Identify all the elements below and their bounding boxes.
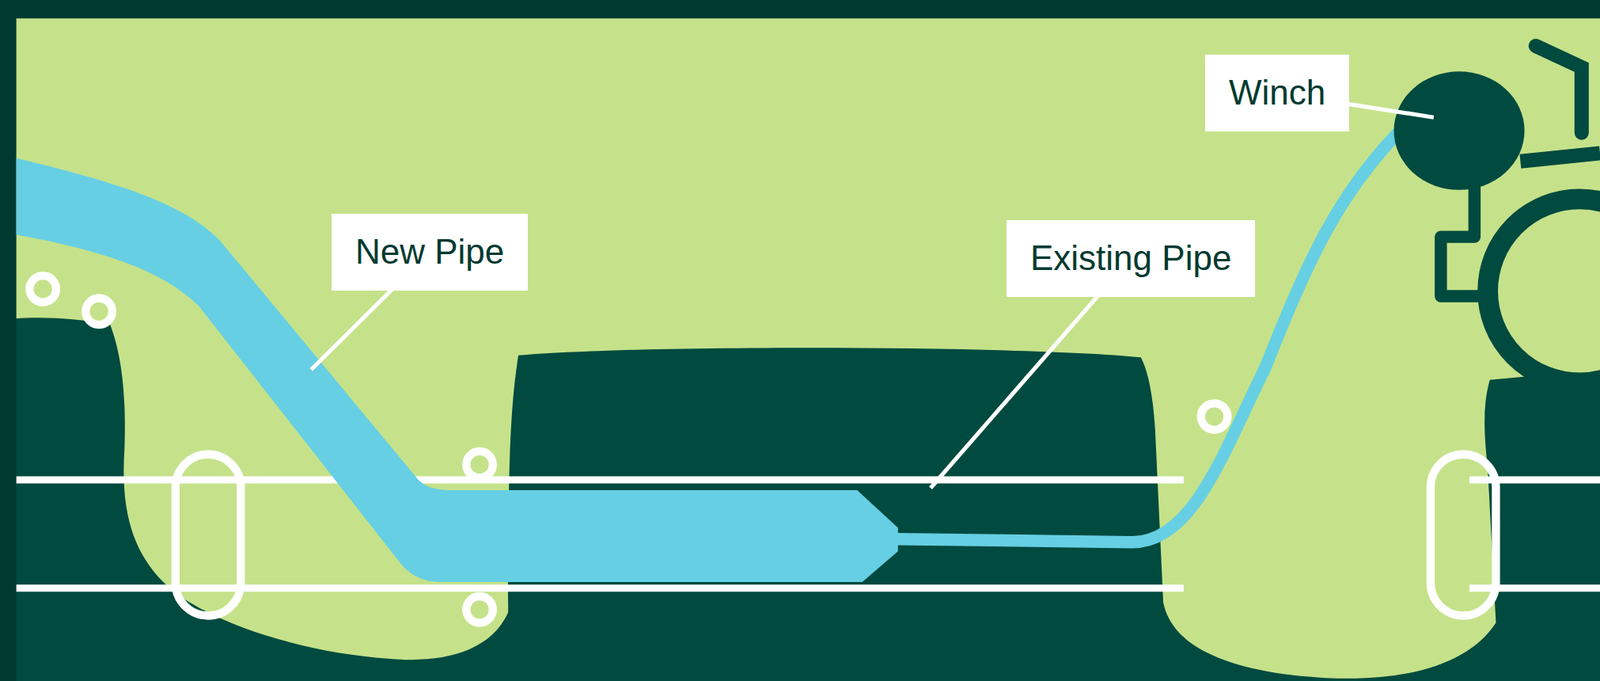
- leader-lines: [310, 92, 1434, 488]
- new-pipe: [16, 158, 899, 582]
- survey-rings: [29, 275, 1228, 622]
- pit-capsules: [175, 454, 1497, 616]
- existing-pipe: [895, 127, 1403, 542]
- winch-machine: [1394, 45, 1600, 383]
- frame-left: [0, 0, 17, 681]
- callout-label: Existing Pipe: [1006, 219, 1255, 297]
- frame-top: [0, 0, 1600, 19]
- callout-label: Winch: [1205, 54, 1350, 132]
- callout-label: New Pipe: [331, 213, 528, 291]
- excavation: [16, 18, 1600, 679]
